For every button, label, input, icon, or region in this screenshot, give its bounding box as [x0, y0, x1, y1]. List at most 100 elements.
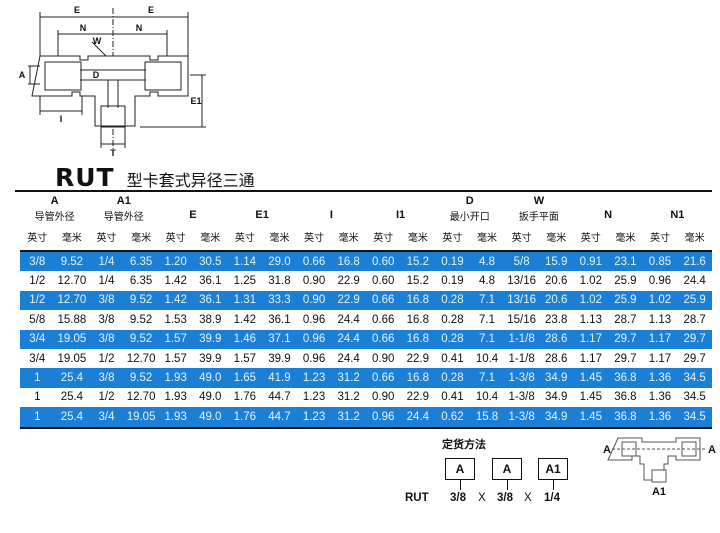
table-cell: 34.9 — [538, 368, 574, 388]
table-cell: 1.25 — [233, 275, 257, 288]
column-group-key: A — [50, 195, 59, 207]
table-cell: 0.96 — [302, 352, 326, 365]
product-code: RUT — [55, 163, 115, 192]
table-cell: 3/8 — [89, 290, 124, 311]
table-cell: 10.4 — [475, 391, 499, 404]
table-cell: 1.76 — [233, 391, 257, 404]
table-cell: 1.57 — [233, 352, 257, 365]
table-cell: 1.93 — [158, 368, 193, 388]
table-cell: 13/16 — [507, 275, 536, 288]
order-value: 3/8 — [497, 492, 513, 504]
table-cell: 25.4 — [54, 407, 90, 428]
table-cell: 25.9 — [608, 290, 643, 311]
column-group-name: I — [329, 209, 333, 221]
table-cell: 1.65 — [227, 368, 263, 388]
table-cell: 1-3/8 — [508, 391, 535, 404]
table-cell: 34.5 — [683, 391, 706, 404]
table-cell: 0.90 — [302, 275, 326, 288]
table-cell: 1.02 — [573, 290, 609, 311]
table-cell: 19.05 — [54, 329, 90, 349]
table-cell: 24.4 — [400, 407, 436, 428]
column-group-name: 最小开口 — [449, 211, 490, 223]
column-group-name: I1 — [395, 209, 406, 221]
table-cell: 25.4 — [60, 391, 84, 404]
table-cell: 3/8 — [98, 313, 115, 326]
table-cell: 9.52 — [129, 313, 153, 326]
table-cell: 31.2 — [331, 368, 366, 388]
table-cell: 19.05 — [123, 407, 159, 428]
table-cell: 12.70 — [57, 275, 87, 288]
mini-label-left: A — [603, 444, 611, 456]
table-cell: 1.42 — [164, 275, 187, 288]
table-cell: 1.53 — [164, 313, 187, 326]
table-cell: 1.42 — [158, 290, 193, 311]
unit-mm-header: 毫米 — [615, 233, 636, 244]
table-cell: 22.9 — [337, 275, 360, 288]
table-cell: 0.90 — [296, 290, 332, 311]
table-cell: 3/8 — [89, 329, 124, 349]
table-cell: 31.2 — [331, 407, 366, 428]
table-cell: 9.52 — [123, 290, 159, 311]
table-cell: 0.66 — [372, 313, 395, 326]
table-cell: 1.17 — [648, 352, 672, 365]
table-cell: 36.1 — [192, 290, 228, 311]
table-cell: 22.9 — [331, 290, 366, 311]
tee-fitting-dimension-drawing: E E N N W A D I E1 T — [19, 5, 206, 158]
table-cell: 39.9 — [192, 329, 228, 349]
table-cell: 0.96 — [365, 407, 401, 428]
table-cell: 34.9 — [538, 407, 574, 428]
column-group-key — [228, 193, 297, 207]
table-cell: 7.1 — [469, 368, 505, 388]
unit-inch-header: 英寸 — [304, 233, 325, 244]
column-group-name: E — [189, 209, 197, 221]
table-cell: 1.45 — [579, 391, 602, 404]
table-cell: 0.96 — [296, 329, 332, 349]
unit-inch-header: 英寸 — [27, 233, 48, 244]
table-cell: 1/2 — [29, 275, 46, 288]
unit-mm-header: 毫米 — [407, 233, 428, 244]
table-cell: 1.57 — [158, 329, 193, 349]
table-cell: 36.1 — [268, 313, 291, 326]
table-cell: 25.9 — [677, 290, 712, 311]
table-cell: 1.13 — [648, 313, 672, 326]
table-cell: 15.8 — [469, 407, 505, 428]
table-cell: 21.6 — [677, 251, 712, 272]
table-cell: 0.66 — [296, 251, 332, 272]
table-cell: 29.0 — [262, 251, 297, 272]
dim-label-e1: E1 — [190, 96, 201, 106]
table-cell: 1.23 — [296, 407, 332, 428]
table-cell: 3/8 — [20, 251, 55, 272]
table-cell: 3/8 — [89, 368, 124, 388]
table-cell: 9.52 — [54, 251, 90, 272]
table-cell: 7.1 — [469, 290, 505, 311]
table-cell: 0.96 — [648, 275, 672, 288]
table-cell: 12.70 — [126, 352, 156, 365]
table-cell: 1.31 — [227, 290, 263, 311]
table-cell: 1-3/8 — [504, 407, 539, 428]
table-cell: 25.9 — [614, 275, 637, 288]
table-cell: 25.4 — [54, 368, 90, 388]
table-cell: 0.91 — [573, 251, 609, 272]
table-cell: 7.1 — [469, 329, 505, 349]
table-cell: 1.46 — [227, 329, 263, 349]
unit-mm-header: 毫米 — [61, 233, 82, 244]
table-cell: 23.1 — [608, 251, 643, 272]
table-cell: 1.45 — [573, 407, 609, 428]
table-cell: 44.7 — [268, 391, 291, 404]
table-cell: 24.4 — [337, 352, 360, 365]
table-cell: 37.1 — [262, 329, 297, 349]
table-cell: 16.8 — [400, 368, 436, 388]
order-box-a: A — [492, 458, 522, 480]
table-cell: 31.2 — [337, 391, 360, 404]
table-cell: 1.36 — [648, 391, 672, 404]
table-cell: 1.23 — [296, 368, 332, 388]
unit-mm-header: 毫米 — [338, 233, 359, 244]
table-cell: 1-1/8 — [508, 352, 535, 365]
table-cell: 34.9 — [545, 391, 568, 404]
mini-tee-diagram: A A A1 — [603, 437, 716, 498]
table-cell: 15.2 — [400, 251, 436, 272]
